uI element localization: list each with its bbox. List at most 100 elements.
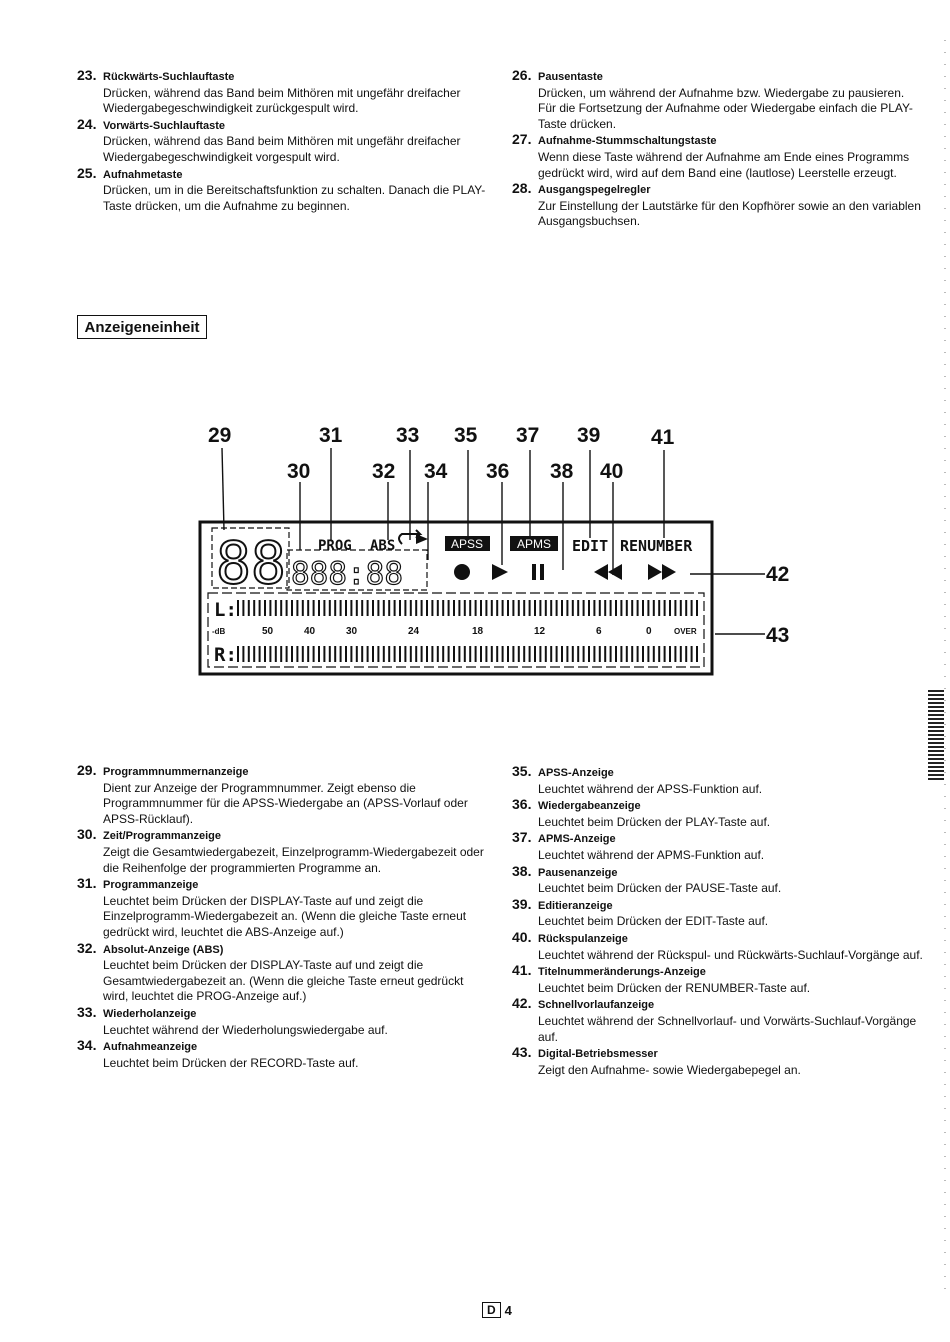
item-heading: 26.Pausentaste [512,67,924,86]
meter-scale-label: 40 [304,626,316,637]
item-description: Drücken, um während der Aufnahme bzw. Wi… [538,85,913,131]
level-meter-frame [207,592,705,668]
pause-bar-right-icon [540,564,544,580]
item-description: Leuchtet beim Drücken der DISPLAY-Taste … [103,893,467,939]
callout-37: 37 [516,424,539,447]
item-description: Drücken, um in die Bereitschaftsfunktion… [103,183,486,213]
item-title: Aufnahmetaste [103,168,183,181]
meter-scale-label: 24 [408,626,420,637]
item-number: 26. [512,67,532,83]
item-number: 40. [512,928,532,945]
callout-42: 42 [766,563,789,586]
item-heading: 31. Programmanzeige [77,876,487,894]
rewind-indicator-icon [594,564,608,580]
item-number: 35. [512,763,532,779]
item-number: 25. [77,164,97,181]
item-description: Dient zur Anzeige der Programmnummer. Ze… [103,780,468,826]
item-number: 42. [512,995,532,1012]
item-number: 31. [77,875,97,892]
play-indicator-icon [492,564,508,580]
display-unit-diagram: 29 31 33 35 37 39 41 30 32 34 36 38 40 4… [198,424,789,676]
item-heading: 24.Vorwärts-Suchlauftaste [77,115,487,135]
item-number: 43. [512,1044,532,1061]
program-digits-frame [211,527,290,589]
item-heading: 27.Aufnahme-Stummschaltungstaste [512,132,924,150]
meter-scale-label: 18 [472,626,484,637]
item-heading: 28.Ausgangspegelregler [512,181,924,199]
item-title: Digital-Betriebsmesser [538,1048,658,1061]
item-number: 24. [77,115,97,132]
item-heading: 33.Wiederholanzeige [77,1004,487,1023]
page-edge-marks [944,40,946,1300]
item-heading: 36.Wiedergabeanzeige [512,797,924,815]
apss-label: APSS [451,537,483,551]
renumber-indicator: RENUMBER [620,537,693,555]
list-item: 32.Absolut-Anzeige (ABS)Leuchtet beim Dr… [77,940,487,1005]
item-number: 36. [512,796,532,813]
meter-scale-label: 12 [534,626,546,637]
meter-scale-label: 6 [596,626,602,637]
callout-41: 41 [651,426,675,449]
item-heading: 39. Editieranzeige [512,895,924,915]
item-description: Leuchtet beim Drücken der PAUSE-Taste au… [538,881,782,896]
callout-29: 29 [208,424,231,447]
item-heading: 41.Titelnummeränderungs-Anzeige [512,963,924,981]
item-title: Programmanzeige [103,879,199,892]
callout-34: 34 [424,460,448,483]
abs-indicator: ABS [370,538,395,554]
item-description: Leuchtet beim Drücken der DISPLAY-Taste … [103,958,464,1004]
item-heading: 43. Digital-Betriebsmesser [512,1044,924,1063]
pause-bar-left-icon [532,564,536,580]
item-number: 29. [77,762,97,778]
item-description: Leuchtet beim Drücken der PLAY-Taste auf… [538,814,771,829]
item-description: Drücken, während das Band beim Mithören … [103,85,461,116]
item-title: Absolut-Anzeige (ABS) [103,943,224,956]
display-frame [198,520,714,676]
repeat-arrow-icon [416,534,428,544]
item-description: Leuchtet während der Schnellvorlauf- und… [538,1013,917,1044]
callout-32: 32 [372,460,395,483]
callout-43: 43 [766,624,789,647]
item-heading: 29.Programmnummernanzeige [77,762,487,781]
item-title: Aufnahme-Stummschaltungstaste [538,135,717,148]
callout-38: 38 [550,460,574,483]
thumb-index-tab [928,690,944,780]
item-number: 37. [512,829,532,846]
item-title: Aufnahmeanzeige [103,1041,198,1054]
page-number: 4 [504,1302,512,1318]
item-title: APMS-Anzeige [538,833,616,846]
item-heading: 25. Aufnahmetaste [77,164,487,184]
edit-indicator: EDIT [572,537,608,555]
item-description: Wenn diese Taste während der Aufnahme am… [538,149,910,180]
item-title: Editieranzeige [538,899,613,912]
item-number: 39. [512,895,532,912]
item-heading: 42.Schnellvorlaufanzeige [512,996,924,1014]
item-title: Ausgangspegelregler [538,184,651,197]
callout-39: 39 [577,424,600,447]
item-description: Drücken, während das Band beim Mithören … [103,134,461,164]
item-heading: 37. APMS-Anzeige [512,830,924,848]
item-heading: 34.Aufnahmeanzeige [77,1037,487,1056]
item-description: Zur Einstellung der Lautstärke für den K… [538,198,921,229]
item-description: Zeigt die Gesamtwiedergabezeit, Einzelpr… [103,844,484,875]
item-description: Leuchtet während der APSS-Funktion auf. [538,781,763,796]
section-heading: Anzeigeneinheit [77,315,207,339]
callout-40: 40 [600,460,623,483]
meter-scale-label: 0 [646,626,652,637]
